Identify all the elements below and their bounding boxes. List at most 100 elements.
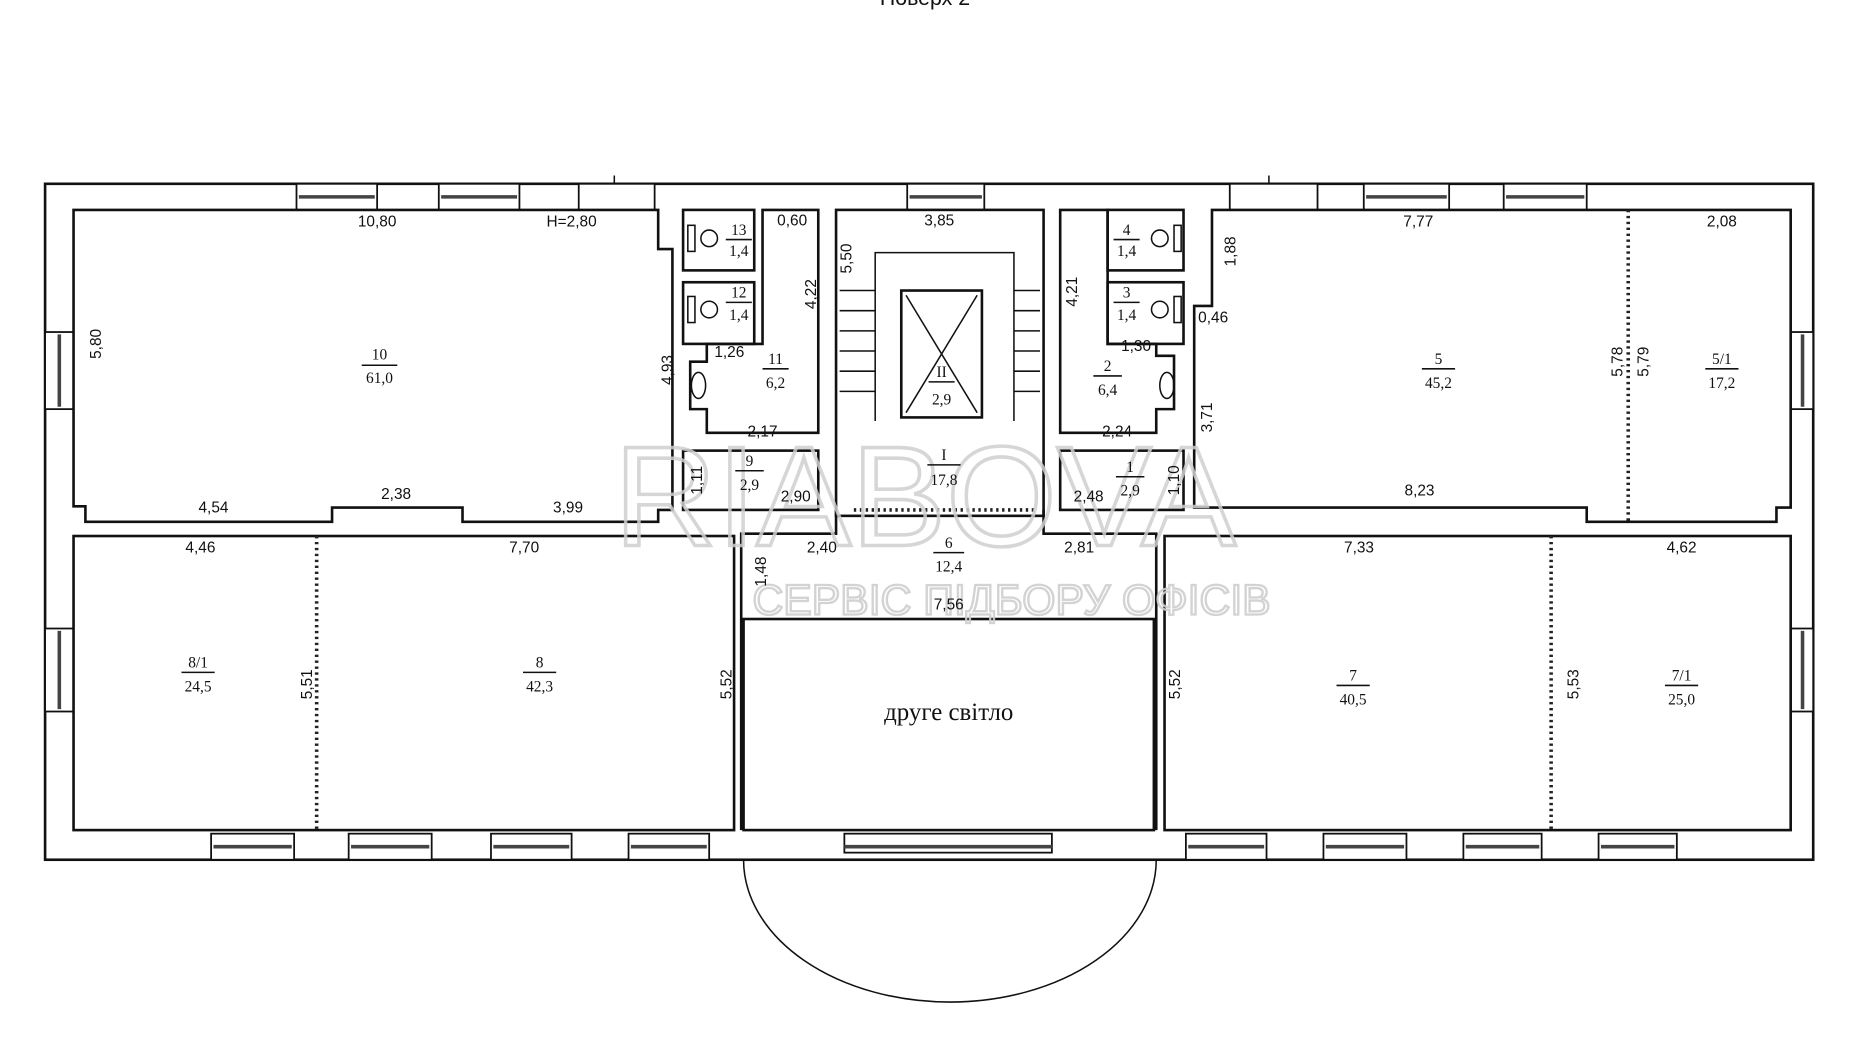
dimension: 1,11 bbox=[689, 466, 706, 495]
dimension: 1,30 bbox=[1121, 338, 1151, 355]
svg-text:2,9: 2,9 bbox=[740, 477, 760, 494]
dimension: 4,22 bbox=[803, 279, 820, 309]
room-label: 92,9 bbox=[735, 453, 764, 494]
svg-text:1,4: 1,4 bbox=[1117, 307, 1137, 324]
room-label: II2,9 bbox=[928, 364, 955, 408]
svg-text:24,5: 24,5 bbox=[185, 678, 212, 695]
dimension-labels: 10,80 Н=2,80 5,80 4,93 0,60 4,22 1,26 2,… bbox=[88, 212, 1737, 699]
dimension: 5,52 bbox=[719, 669, 736, 699]
dimension: 0,46 bbox=[1198, 310, 1228, 327]
toilet-icons bbox=[687, 224, 1182, 324]
svg-text:6,2: 6,2 bbox=[766, 375, 785, 392]
dimension: 2,90 bbox=[781, 489, 811, 506]
dimension: 7,70 bbox=[509, 540, 539, 557]
dimension: 2,08 bbox=[1707, 213, 1737, 230]
dimension: 1,88 bbox=[1223, 236, 1240, 266]
room-label: 7/1 25,0 bbox=[1664, 668, 1699, 708]
svg-text:25,0: 25,0 bbox=[1668, 691, 1695, 708]
room-label: 116,2 bbox=[762, 351, 789, 392]
room-label: 131,4 bbox=[725, 222, 752, 260]
svg-text:8/1: 8/1 bbox=[188, 655, 208, 672]
dimension: Н=2,80 bbox=[547, 213, 597, 230]
room-label: 10 61,0 bbox=[361, 346, 398, 387]
dimension: 7,77 bbox=[1403, 213, 1433, 230]
dimension: 2,38 bbox=[381, 486, 411, 503]
svg-text:6,4: 6,4 bbox=[1098, 382, 1118, 399]
dimension: 3,71 bbox=[1199, 402, 1216, 432]
svg-text:1,4: 1,4 bbox=[1117, 243, 1137, 260]
dimension: 2,40 bbox=[807, 540, 837, 557]
svg-text:5: 5 bbox=[1435, 351, 1443, 368]
svg-text:1,4: 1,4 bbox=[729, 307, 749, 324]
svg-text:5/1: 5/1 bbox=[1712, 351, 1732, 368]
svg-text:17,8: 17,8 bbox=[930, 472, 957, 489]
dimension: 1,10 bbox=[1166, 465, 1183, 495]
dimension: 2,24 bbox=[1102, 423, 1132, 440]
room-label: 41,4 bbox=[1113, 222, 1140, 260]
dimension: 7,56 bbox=[934, 597, 964, 614]
svg-text:42,3: 42,3 bbox=[526, 678, 553, 695]
dimension: 3,85 bbox=[924, 212, 954, 229]
svg-text:12,4: 12,4 bbox=[935, 559, 962, 576]
svg-text:8: 8 bbox=[536, 655, 544, 672]
room-label: 26,4 bbox=[1093, 358, 1122, 399]
dimension: 4,46 bbox=[185, 540, 215, 557]
svg-text:61,0: 61,0 bbox=[366, 370, 393, 387]
svg-text:11: 11 bbox=[768, 351, 783, 368]
svg-text:RIABOVA: RIABOVA bbox=[614, 417, 1236, 576]
dimension: 5,51 bbox=[299, 669, 316, 699]
dimension: 5,79 bbox=[1635, 347, 1652, 377]
dimension: 1,26 bbox=[714, 344, 744, 361]
dimension: 4,54 bbox=[198, 499, 228, 516]
svg-text:1: 1 bbox=[1126, 459, 1134, 476]
dimension: 5,52 bbox=[1167, 669, 1184, 699]
svg-text:7/1: 7/1 bbox=[1672, 668, 1692, 685]
dimension: 4,21 bbox=[1064, 277, 1081, 307]
stair-treads bbox=[839, 289, 1041, 393]
room-label: 31,4 bbox=[1113, 285, 1140, 324]
room-label: 12,9 bbox=[1115, 459, 1145, 500]
dimension: 2,17 bbox=[748, 423, 778, 440]
svg-text:12: 12 bbox=[731, 285, 746, 302]
svg-text:3: 3 bbox=[1123, 285, 1131, 302]
bay-arc bbox=[742, 859, 1158, 1003]
dimension: 1,48 bbox=[753, 557, 770, 587]
svg-text:2,9: 2,9 bbox=[1121, 483, 1141, 500]
room-label: 842,3 bbox=[522, 655, 557, 695]
room-outlines bbox=[72, 208, 1792, 1003]
elevator-shaft bbox=[899, 289, 984, 419]
room-label: 8/1 24,5 bbox=[181, 655, 215, 695]
svg-text:7: 7 bbox=[1349, 668, 1357, 685]
dimension: 5,80 bbox=[88, 329, 105, 359]
svg-text:45,2: 45,2 bbox=[1425, 375, 1452, 392]
svg-text:СЕРВІС ПІДБОРУ ОФІСІВ: СЕРВІС ПІДБОРУ ОФІСІВ bbox=[752, 576, 1270, 624]
dimension: 0,60 bbox=[777, 212, 807, 229]
watermark-logo: RIABOVA СЕРВІС ПІДБОРУ ОФІСІВ bbox=[612, 416, 1272, 626]
room-label: 5/1 17,2 bbox=[1705, 351, 1739, 392]
dimension: 4,62 bbox=[1667, 540, 1697, 557]
room-label: 740,5 bbox=[1336, 668, 1370, 708]
svg-text:10: 10 bbox=[372, 346, 388, 363]
svg-text:1,4: 1,4 bbox=[729, 243, 749, 260]
dimension: 10,80 bbox=[358, 213, 397, 230]
svg-text:13: 13 bbox=[731, 222, 747, 239]
room-label: 121,4 bbox=[725, 285, 752, 324]
windows bbox=[44, 182, 1815, 861]
svg-text:II: II bbox=[936, 364, 946, 381]
sink-icons bbox=[690, 371, 1175, 400]
dimension: 8,23 bbox=[1405, 483, 1435, 500]
dimension: 3,99 bbox=[553, 499, 583, 516]
dimension: 5,50 bbox=[838, 244, 855, 274]
room-label: I 17,8 bbox=[927, 447, 961, 489]
second-light-label: друге світло bbox=[884, 699, 1013, 726]
svg-text:6: 6 bbox=[945, 535, 953, 552]
svg-text:4: 4 bbox=[1123, 222, 1131, 239]
svg-text:17,2: 17,2 bbox=[1708, 375, 1735, 392]
dimension: 4,93 bbox=[659, 355, 676, 385]
svg-text:I: I bbox=[941, 447, 946, 464]
dimension: 2,81 bbox=[1064, 540, 1094, 557]
room-label: 545,2 bbox=[1421, 351, 1456, 392]
floor-title: Поверх 2 bbox=[880, 0, 970, 10]
